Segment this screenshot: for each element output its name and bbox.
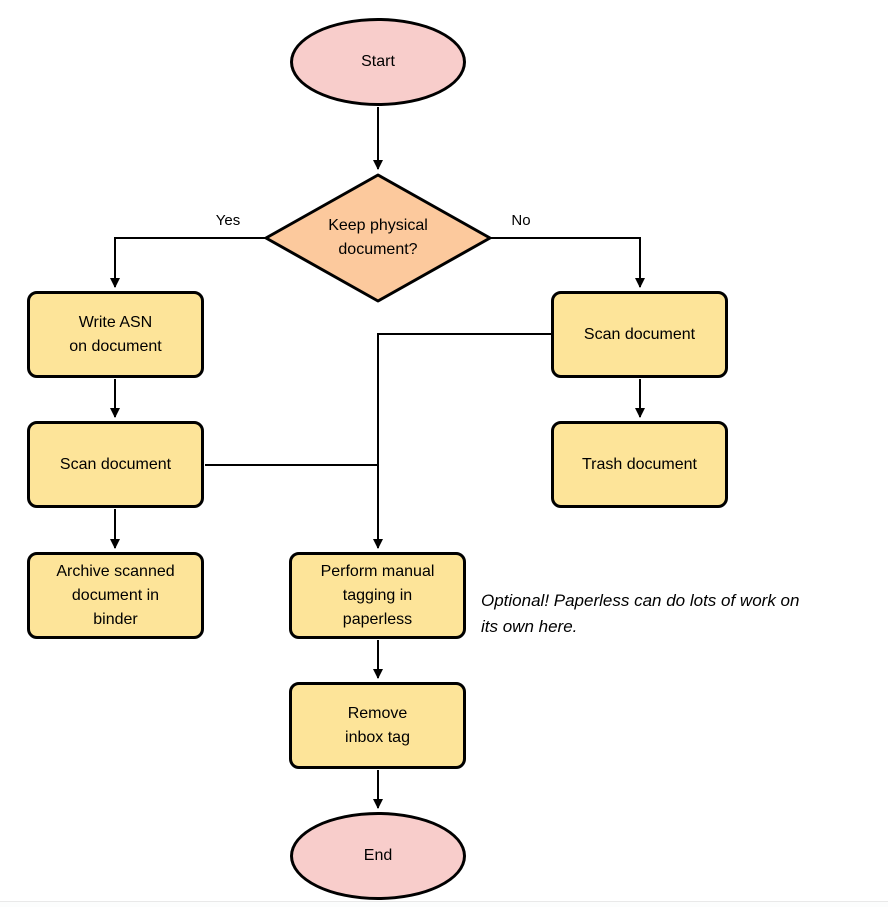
- decision-label: Keep physical document?: [328, 217, 428, 258]
- edge-decision-yes: [110, 237, 266, 288]
- node-trash-document: Trash document: [551, 421, 728, 508]
- edge-label-yes: Yes: [212, 212, 244, 229]
- edge-decision-no: [489, 237, 645, 288]
- node-remove-inbox-tag: Remove inbox tag: [289, 682, 466, 769]
- node-end: End: [290, 812, 466, 900]
- bottom-edge-strip: [0, 901, 888, 907]
- edge-scanright-to-tagging: [373, 333, 551, 549]
- node-start: Start: [290, 18, 466, 106]
- decision-diamond-shape: [264, 173, 492, 303]
- annotation-optional-note: Optional! Paperless can do lots of work …: [481, 591, 800, 637]
- node-scan-document-left: Scan document: [27, 421, 204, 508]
- node-decision: Keep physical document?: [263, 172, 493, 304]
- edge-label-no: No: [508, 212, 534, 229]
- node-archive-scanned: Archive scanned document in binder: [27, 552, 204, 639]
- node-scan-document-right: Scan document: [551, 291, 728, 378]
- node-write-asn: Write ASN on document: [27, 291, 204, 378]
- node-manual-tagging: Perform manual tagging in paperless: [289, 552, 466, 639]
